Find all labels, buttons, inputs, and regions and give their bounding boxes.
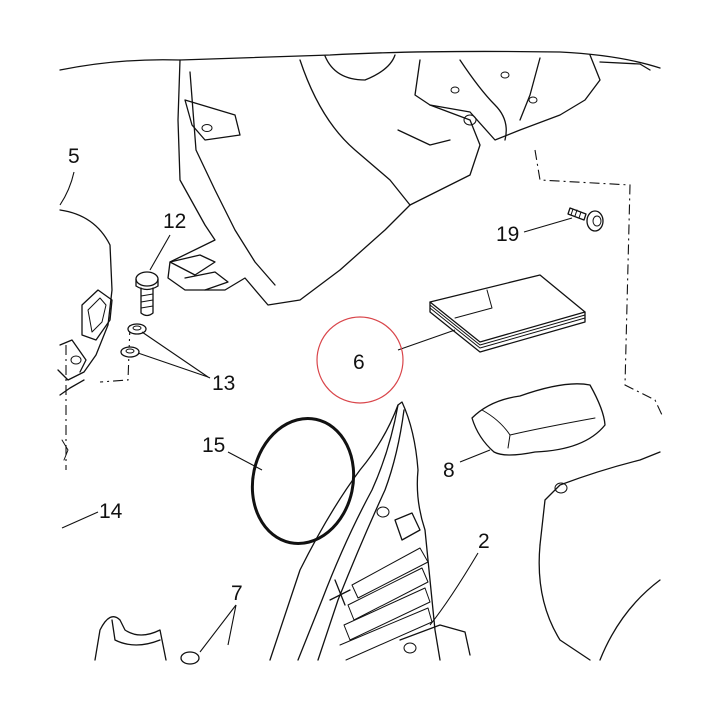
part-2-lower-cover bbox=[269, 401, 471, 661]
assembly-guide-lines bbox=[65, 149, 663, 470]
callout-8: 8 bbox=[443, 459, 455, 482]
right-side-panel bbox=[538, 451, 661, 661]
part-14-mount bbox=[61, 439, 69, 461]
callout-14: 14 bbox=[99, 500, 123, 523]
callout-12: 12 bbox=[163, 210, 186, 233]
part-15-o-ring bbox=[250, 417, 356, 545]
part-7-fastener bbox=[94, 616, 200, 665]
callout-19: 19 bbox=[496, 223, 519, 246]
callout-13: 13 bbox=[212, 372, 235, 395]
part-8-pad bbox=[471, 383, 606, 456]
callout-7: 7 bbox=[231, 582, 243, 605]
callout-15: 15 bbox=[202, 434, 225, 457]
part-19-screw bbox=[567, 207, 604, 232]
part-6-owners-manual bbox=[429, 274, 586, 353]
callout-5: 5 bbox=[68, 145, 80, 168]
leader-lines bbox=[59, 171, 573, 653]
highlight-circle bbox=[316, 316, 404, 404]
callout-2: 2 bbox=[478, 530, 490, 553]
part-5-bracket bbox=[57, 209, 113, 396]
callouts: 5 12 13 19 6 8 15 14 2 7 bbox=[68, 145, 519, 605]
callout-6: 6 bbox=[353, 351, 365, 374]
part-12-bolt bbox=[135, 271, 159, 317]
upper-housing bbox=[59, 50, 661, 306]
part-13-washers bbox=[120, 323, 147, 358]
